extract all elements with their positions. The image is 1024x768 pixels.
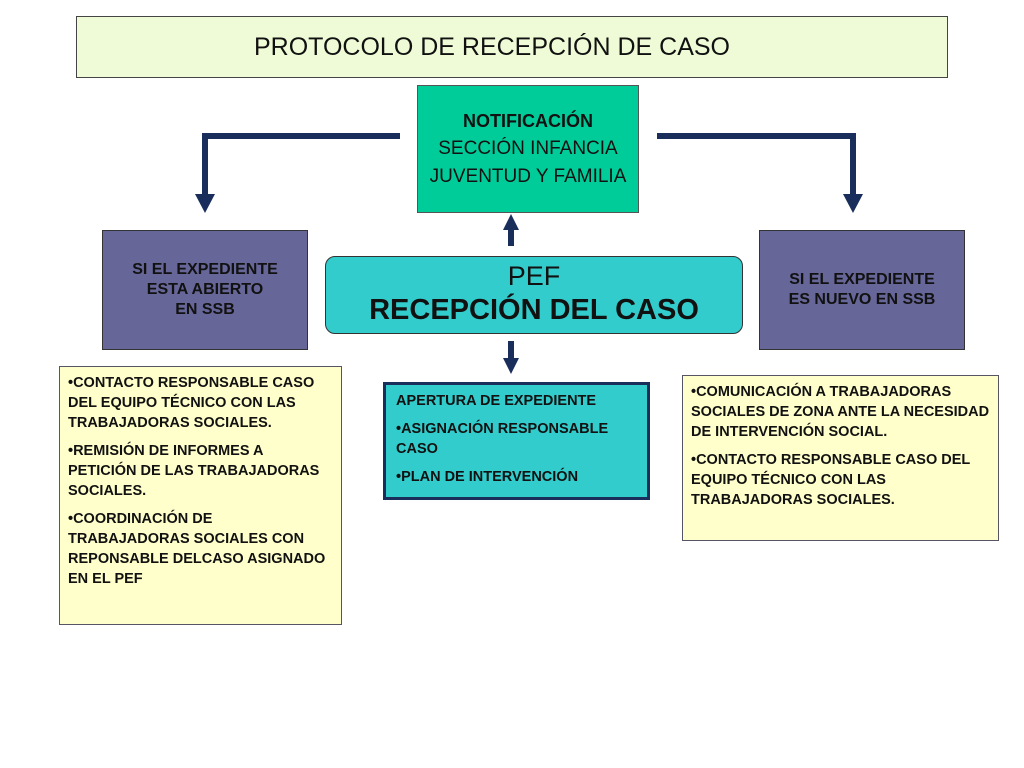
left-branch-box: SI EL EXPEDIENTE ESTA ABIERTO EN SSB [102, 230, 308, 350]
up-arrowhead [503, 214, 519, 230]
left-note-item: •COORDINACIÓN DE TRABAJADORAS SOCIALES C… [68, 511, 326, 587]
central-line-1: PEF [507, 261, 561, 291]
right-note-item: •COMUNICACIÓN A TRABAJADORAS SOCIALES DE… [691, 384, 990, 440]
notification-box: NOTIFICACIÓN SECCIÓN INFANCIA JUVENTUD Y… [417, 85, 639, 213]
left-connector-line [202, 133, 400, 196]
right-branch-line-1: SI EL EXPEDIENTE [789, 271, 935, 288]
right-branch-notes: •COMUNICACIÓN A TRABAJADORAS SOCIALES DE… [682, 375, 999, 541]
down-arrowhead [503, 358, 519, 374]
notification-line-1: SECCIÓN INFANCIA [438, 138, 618, 159]
left-branch-line-1: SI EL EXPEDIENTE [132, 261, 278, 278]
left-note-item: •CONTACTO RESPONSABLE CASO DEL EQUIPO TÉ… [68, 375, 315, 431]
left-branch-line-2: ESTA ABIERTO [146, 281, 264, 298]
central-line-2: RECEPCIÓN DEL CASO [369, 294, 699, 326]
left-note-item: •REMISIÓN DE INFORMES A PETICIÓN DE LAS … [68, 443, 320, 499]
right-note-item: •CONTACTO RESPONSABLE CASO DEL EQUIPO TÉ… [691, 452, 970, 508]
center-branch-notes: APERTURA DE EXPEDIENTE •ASIGNACIÓN RESPO… [383, 382, 650, 500]
left-branch-line-3: EN SSB [175, 301, 235, 318]
right-connector-line [657, 133, 856, 196]
center-note-item: •PLAN DE INTERVENCIÓN [396, 469, 579, 485]
center-note-item: APERTURA DE EXPEDIENTE [396, 393, 597, 409]
left-arrowhead [195, 194, 215, 213]
right-branch-line-2: ES NUEVO EN SSB [788, 291, 936, 308]
notification-heading: NOTIFICACIÓN [463, 111, 593, 131]
right-branch-box: SI EL EXPEDIENTE ES NUEVO EN SSB [759, 230, 965, 350]
central-reception-box: PEF RECEPCIÓN DEL CASO [325, 256, 743, 334]
center-note-item: •ASIGNACIÓN RESPONSABLE CASO [396, 421, 609, 457]
left-branch-notes: •CONTACTO RESPONSABLE CASO DEL EQUIPO TÉ… [59, 366, 342, 625]
right-arrowhead [843, 194, 863, 213]
notification-line-2: JUVENTUD Y FAMILIA [429, 166, 627, 187]
title-text: PROTOCOLO DE RECEPCIÓN DE CASO [253, 32, 730, 61]
page-title: PROTOCOLO DE RECEPCIÓN DE CASO [76, 16, 948, 78]
